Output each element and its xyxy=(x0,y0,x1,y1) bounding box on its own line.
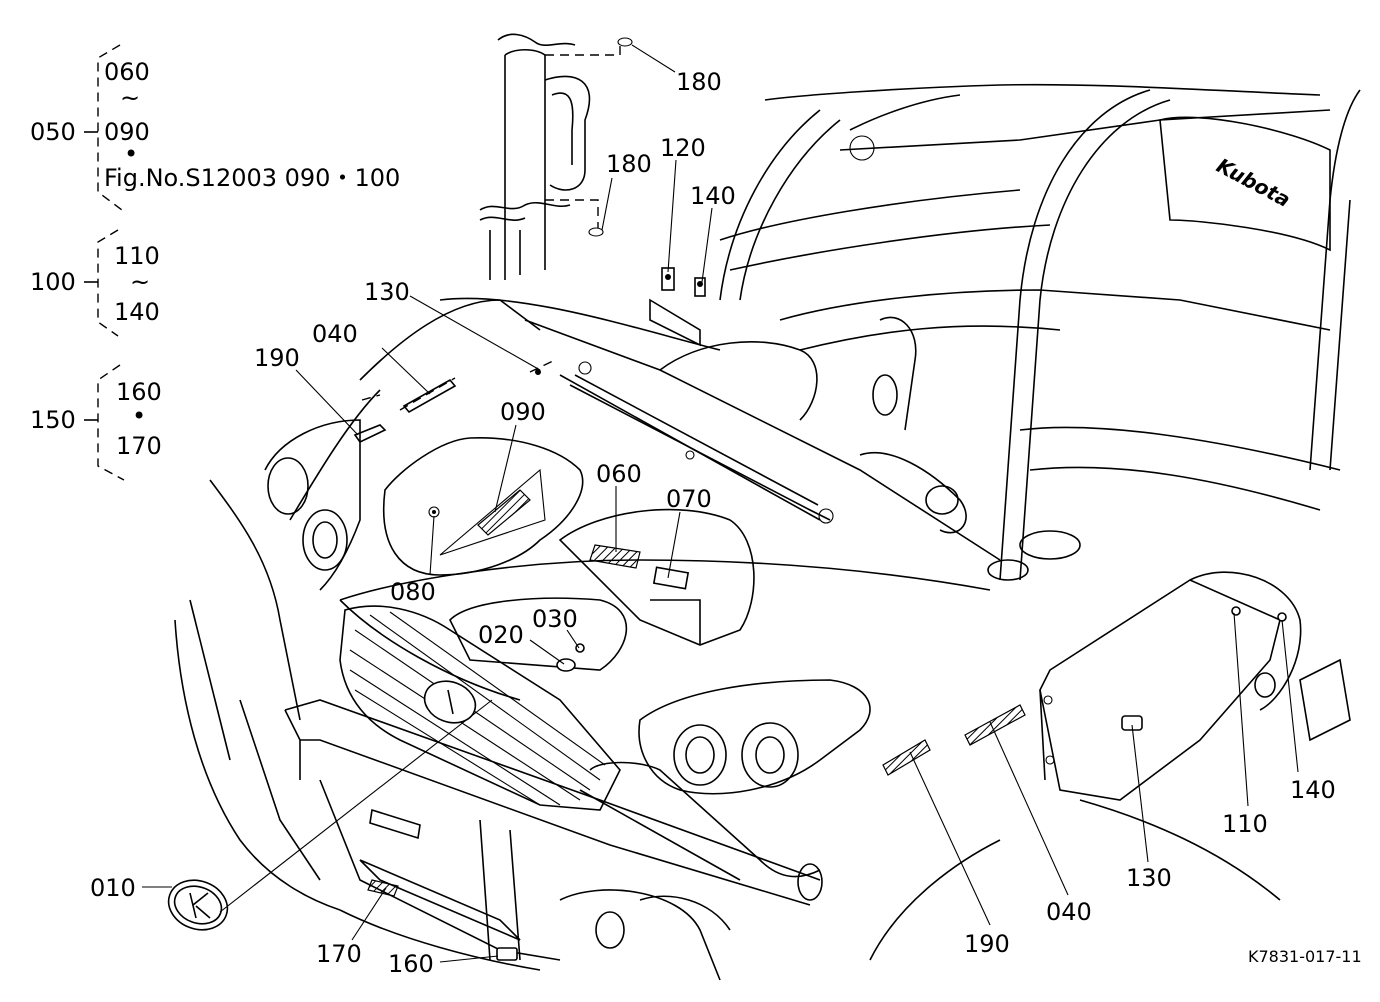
callout-080: 080 xyxy=(390,578,436,606)
callout-030: 030 xyxy=(532,605,578,633)
figure-code: K7831-017-11 xyxy=(1248,947,1362,966)
group-050-item-tilde: ~ xyxy=(120,84,140,112)
group-050-item-060: 060 xyxy=(104,58,150,86)
svg-text:Kubota: Kubota xyxy=(1213,153,1295,212)
callout-140-bottom: 140 xyxy=(1290,776,1336,804)
callout-180-top: 180 xyxy=(676,68,722,96)
callout-040-bottom: 040 xyxy=(1046,898,1092,926)
callout-010: 010 xyxy=(90,874,136,902)
callout-180: 180 xyxy=(606,150,652,178)
callout-190-top: 190 xyxy=(254,344,300,372)
callout-130-bottom: 130 xyxy=(1126,864,1172,892)
callout-020: 020 xyxy=(478,621,524,649)
callout-040-top: 040 xyxy=(312,320,358,348)
callouts: 180 180 120 140 130 040 190 090 060 070 … xyxy=(90,68,1336,978)
callout-090: 090 xyxy=(500,398,546,426)
callout-070: 070 xyxy=(666,485,712,513)
callout-130-top: 130 xyxy=(364,278,410,306)
group-150-item-dot: • xyxy=(132,402,146,430)
callout-170: 170 xyxy=(316,940,362,968)
leader-lines xyxy=(142,44,1299,963)
group-050-item-dot: • xyxy=(124,140,138,168)
callout-160: 160 xyxy=(388,950,434,978)
group-100-item-tilde: ~ xyxy=(130,268,150,296)
callout-110: 110 xyxy=(1222,810,1268,838)
group-legend: 050 060 ~ 090 • Fig.No.S12003 090・100 10… xyxy=(30,44,400,481)
group-150-item-170: 170 xyxy=(116,432,162,460)
callout-060: 060 xyxy=(596,460,642,488)
group-150-label: 150 xyxy=(30,406,76,434)
emblem-010 xyxy=(167,879,229,931)
group-050-label: 050 xyxy=(30,118,76,146)
group-050-fig-ref: Fig.No.S12003 090・100 xyxy=(104,164,400,192)
group-100-item-140: 140 xyxy=(114,298,160,326)
vehicle-line-art: Kubota xyxy=(174,33,1361,981)
callout-140-top: 140 xyxy=(690,182,736,210)
group-100-label: 100 xyxy=(30,268,76,296)
callout-190-bottom: 190 xyxy=(964,930,1010,958)
group-100-item-110: 110 xyxy=(114,242,160,270)
group-050-item-090: 090 xyxy=(104,118,150,146)
callout-120: 120 xyxy=(660,134,706,162)
group-150-item-160: 160 xyxy=(116,378,162,406)
